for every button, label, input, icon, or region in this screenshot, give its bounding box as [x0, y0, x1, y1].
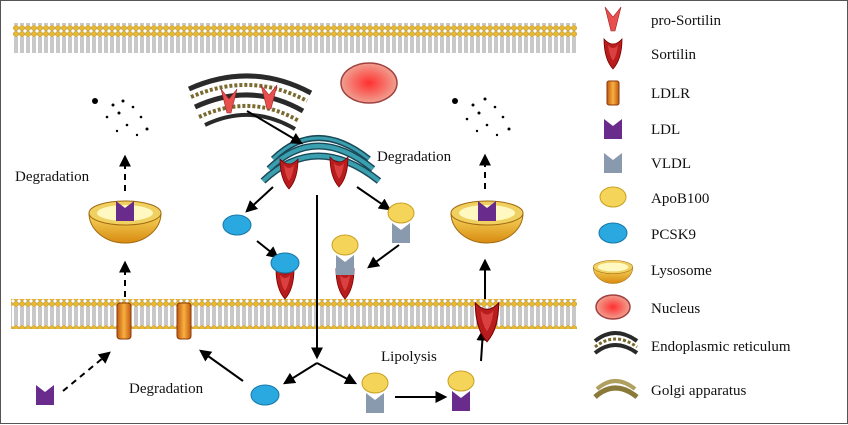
pcsk9-icon [598, 222, 628, 244]
legend-label-sortilin: Sortilin [651, 47, 697, 63]
pro-sortilin-icon [604, 6, 622, 32]
golgi-icon [593, 379, 639, 399]
degradation-particles-left [92, 98, 149, 137]
er-icon [593, 331, 639, 355]
vldl-icon [604, 153, 622, 173]
apob-vldl-bottom [361, 372, 389, 413]
label-degradation-left: Degradation [15, 169, 90, 185]
apob100-icon [599, 186, 627, 208]
ldlr-left [116, 302, 132, 340]
legend-label-ldl: LDL [651, 122, 680, 138]
ldl-outside [36, 385, 54, 405]
endoplasmic-reticulum [187, 73, 313, 131]
golgi-apparatus [260, 135, 382, 184]
arrows [62, 110, 491, 403]
legend-label-apob100: ApoB100 [651, 191, 709, 207]
pcsk9-sortilin-complex [270, 252, 300, 300]
apob-ldl-bottom [447, 370, 475, 411]
legend-label-golgi: Golgi apparatus [651, 383, 747, 399]
pcsk9-1 [222, 214, 252, 236]
legend-label-pro-sortilin: pro-Sortilin [651, 13, 721, 29]
ldlr-icon [606, 80, 620, 106]
legend-label-nucleus: Nucleus [651, 301, 700, 317]
legend-label-lysosome: Lysosome [651, 263, 712, 279]
membrane-top [13, 23, 577, 53]
nucleus-icon [595, 294, 631, 320]
apob-vldl-sortilin-complex [331, 234, 359, 300]
legend-label-er: Endoplasmic reticulum [651, 339, 791, 355]
legend-label-ldlr: LDLR [651, 86, 690, 102]
degradation-particles-right [452, 97, 511, 137]
lysosome-right [450, 200, 524, 244]
ldl-icon [604, 119, 622, 139]
apob100-vldl-golgi [387, 202, 415, 243]
nucleus [340, 62, 398, 104]
label-lipolysis: Lipolysis [381, 349, 437, 365]
label-degradation-bottom: Degradation [129, 381, 204, 397]
ldlr-middle [176, 302, 192, 340]
lysosome-icon [592, 260, 634, 284]
legend: pro-Sortilin Sortilin LDLR LDL VLDL ApoB… [592, 6, 791, 399]
sortilin-icon [603, 38, 623, 70]
lysosome-left [88, 200, 162, 244]
legend-label-vldl: VLDL [651, 156, 691, 172]
label-degradation-right: Degradation [377, 149, 452, 165]
pcsk9-2 [250, 384, 280, 406]
legend-label-pcsk9: PCSK9 [651, 227, 696, 243]
